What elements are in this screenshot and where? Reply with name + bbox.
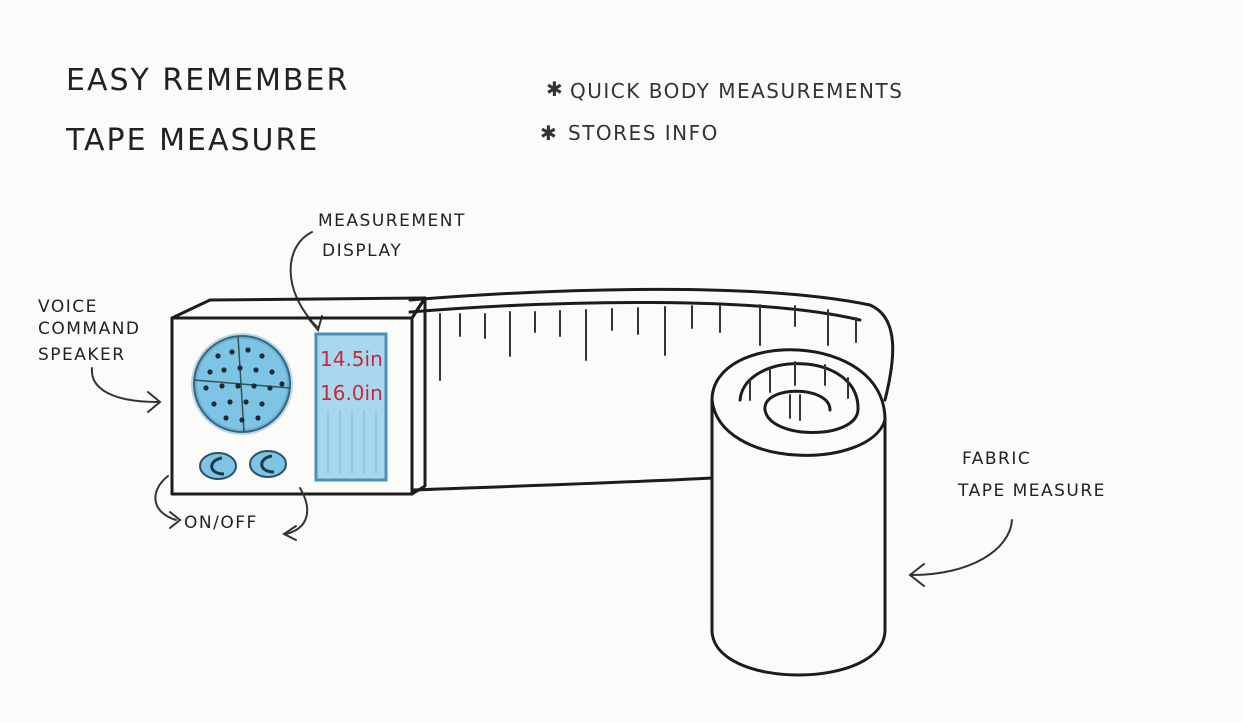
label-fabric-2: Tape Measure	[957, 481, 1106, 501]
bullet-marker-1: ✱	[546, 77, 564, 101]
label-on-off: On/Off	[184, 513, 258, 533]
display-hatching	[327, 410, 377, 474]
title-line-1: Easy Remember	[66, 63, 349, 98]
arrowhead-voice-speaker	[147, 391, 162, 413]
speaker-icon[interactable]	[191, 333, 293, 435]
bracket-on-off-right	[285, 487, 309, 535]
device-front-face	[170, 316, 414, 496]
coil-ticks	[749, 361, 849, 421]
label-voice-1: Voice	[38, 297, 98, 317]
tape-strip-bottom-edge	[410, 476, 714, 492]
device-side-face	[410, 296, 427, 496]
label-fabric-1: Fabric	[962, 449, 1031, 469]
title-line-2: Tape Measure	[65, 123, 319, 158]
coil-spiral	[738, 362, 860, 434]
label-voice-3: Speaker	[38, 345, 126, 365]
arrow-voice-speaker	[90, 367, 159, 403]
power-button-icon-2[interactable]	[249, 450, 287, 478]
display-reading-2: 16.0in	[320, 381, 383, 405]
label-voice-2: Command	[38, 319, 141, 339]
bracket-on-off-left	[154, 475, 177, 521]
feature-2: Stores Info	[568, 121, 719, 145]
coil-outer	[710, 348, 887, 677]
arrow-fabric-tape	[911, 519, 1013, 576]
coil-rim	[710, 398, 887, 457]
label-measurement-display-2: Display	[322, 241, 402, 261]
feature-1: Quick Body Measurements	[570, 79, 903, 103]
label-measurement-display-1: Measurement	[318, 211, 466, 231]
arrowhead-on-off-left	[169, 511, 182, 529]
tape-tick-marks	[439, 304, 857, 381]
bullet-marker-2: ✱	[540, 121, 558, 145]
display-reading-1: 14.5in	[320, 347, 383, 371]
tape-strip-inner-edge	[408, 300, 862, 322]
arrowhead-on-off-right	[282, 525, 297, 541]
arrowhead-measurement-display	[307, 315, 323, 333]
arrow-measurement-display	[289, 231, 319, 329]
tape-strip-top-edge	[408, 287, 895, 402]
arrowhead-fabric-tape	[908, 563, 925, 587]
power-button-icon[interactable]	[199, 452, 237, 480]
